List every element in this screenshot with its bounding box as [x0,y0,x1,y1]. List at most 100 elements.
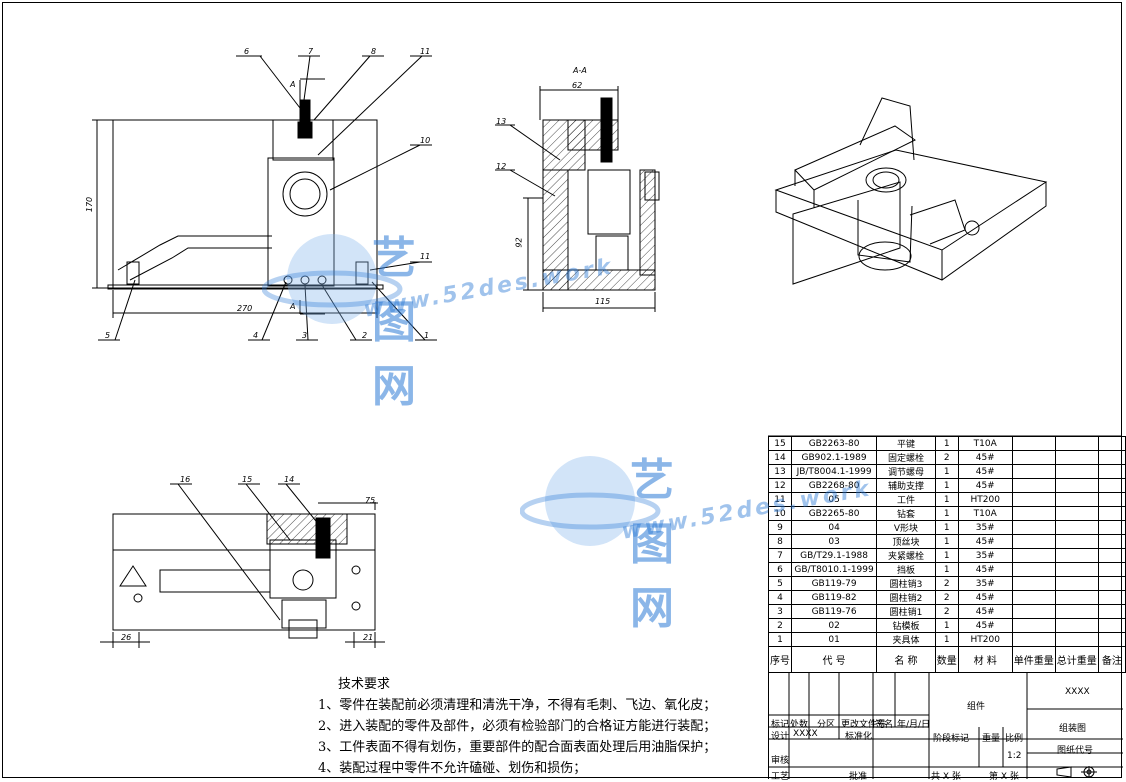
callout-11b: 11 [420,252,431,261]
bom-cell: 圆柱销2 [876,590,936,605]
bom-cell [1097,520,1126,535]
bom-cell: 2 [934,590,959,605]
tb-design: 设计 [771,732,790,742]
bom-cell: HT200 [957,492,1013,507]
bom-cell: 4 [768,590,792,605]
bom-cell: 01 [790,632,878,647]
bom-cell: 45# [957,450,1013,465]
bom-cell [1054,520,1099,535]
bom-cell: 1 [934,562,959,577]
bom-cell: 12 [768,478,792,493]
bom-cell: 1 [934,534,959,549]
bom-cell [1011,506,1056,521]
title-block: 标记 处数 分区 更改文件号 签名 年/月/日 设计 XXXX 标准化 审核 工… [768,672,1123,782]
tb-change-doc: 更改文件号 [841,720,887,730]
bom-cell: 45# [957,534,1013,549]
bom-cell [1097,506,1126,521]
bom-cell [1054,590,1099,605]
bom-cell: GB/T29.1-1988 [790,548,878,563]
callout-10: 10 [420,136,431,145]
bom-cell: 夹具体 [876,632,936,647]
bom-cell [1011,562,1056,577]
bom-cell: GB2268-80 [790,478,878,493]
tb-review: 审核 [771,756,790,766]
bom-cell: 2 [934,576,959,591]
note-1: 1、零件在装配前必须清理和清洗干净，不得有毛刺、飞边、氧化皮； [318,698,717,713]
callout-3: 3 [302,331,308,340]
dim-92: 92 [514,237,524,248]
bom-cell [1054,492,1099,507]
bom-cell: 1 [934,464,959,479]
callout-13: 13 [496,117,507,126]
bom-cell [1054,450,1099,465]
label-a-top: A [290,80,296,89]
tb-standardize: 标准化 [845,732,873,742]
bom-h-code: 代 号 [790,646,878,673]
bom-cell: 调节螺母 [876,464,936,479]
bom-cell: 夹紧螺栓 [876,548,936,563]
note-2: 2、进入装配的零件及部件，必须有检验部门的合格证方能进行装配； [318,719,717,734]
note-4: 4、装配过程中零件不允许磕碰、划伤和损伤； [318,761,587,776]
bom-cell [1097,548,1126,563]
bom-cell [1097,464,1126,479]
notes-title: 技术要求 [338,677,391,692]
bom-cell [1011,604,1056,619]
bom-cell [1011,478,1056,493]
callout-2: 2 [362,331,368,340]
tb-sheets-total: 共 X 张 [931,772,961,782]
callout-15: 15 [242,475,253,484]
bom-cell: 1 [934,492,959,507]
bom-cell [1011,436,1056,451]
bom-cell: 45# [957,604,1013,619]
dim-270: 270 [237,304,253,313]
bom-cell [1097,632,1126,647]
bom-cell: 1 [934,632,959,647]
bom-cell: 03 [790,534,878,549]
bom-cell [1011,576,1056,591]
bom-cell: 2 [934,604,959,619]
bom-cell: 1 [934,548,959,563]
bom-cell [1097,590,1126,605]
bom-cell: 45# [957,464,1013,479]
bom-cell: 35# [957,548,1013,563]
bom-cell: 45# [957,478,1013,493]
bom-cell: 8 [768,534,792,549]
bom-cell: V形块 [876,520,936,535]
bom-cell: 1 [934,618,959,633]
bom-cell: 9 [768,520,792,535]
bom-cell [1054,464,1099,479]
bom-cell [1097,450,1126,465]
dim-75: 75 [365,496,376,505]
bom-h-material: 材 料 [957,646,1013,673]
tb-sheet-no: 第 X 张 [989,772,1019,782]
tb-scale-value: 1:2 [1007,751,1022,761]
callout-8: 8 [371,47,377,56]
bom-cell: HT200 [957,632,1013,647]
bom-cell [1054,506,1099,521]
note-3: 3、工件表面不得有划伤，重要部件的配合面表面处理后用油脂保护； [318,740,717,755]
bom-cell: GB2265-80 [790,506,878,521]
bom-cell [1054,562,1099,577]
bom-h-unit-weight: 单件重量 [1011,646,1056,673]
bom-cell: 6 [768,562,792,577]
callout-5: 5 [105,331,111,340]
tb-process: 工艺 [771,772,790,782]
dim-26: 26 [121,633,132,642]
bom-cell [1011,632,1056,647]
tb-stage-mark: 阶段标记 [933,734,970,744]
bom-cell: 15 [768,436,792,451]
tb-approve: 批准 [849,772,868,782]
bom-cell: 11 [768,492,792,507]
bom-cell: 工件 [876,492,936,507]
callout-1: 1 [424,331,430,340]
